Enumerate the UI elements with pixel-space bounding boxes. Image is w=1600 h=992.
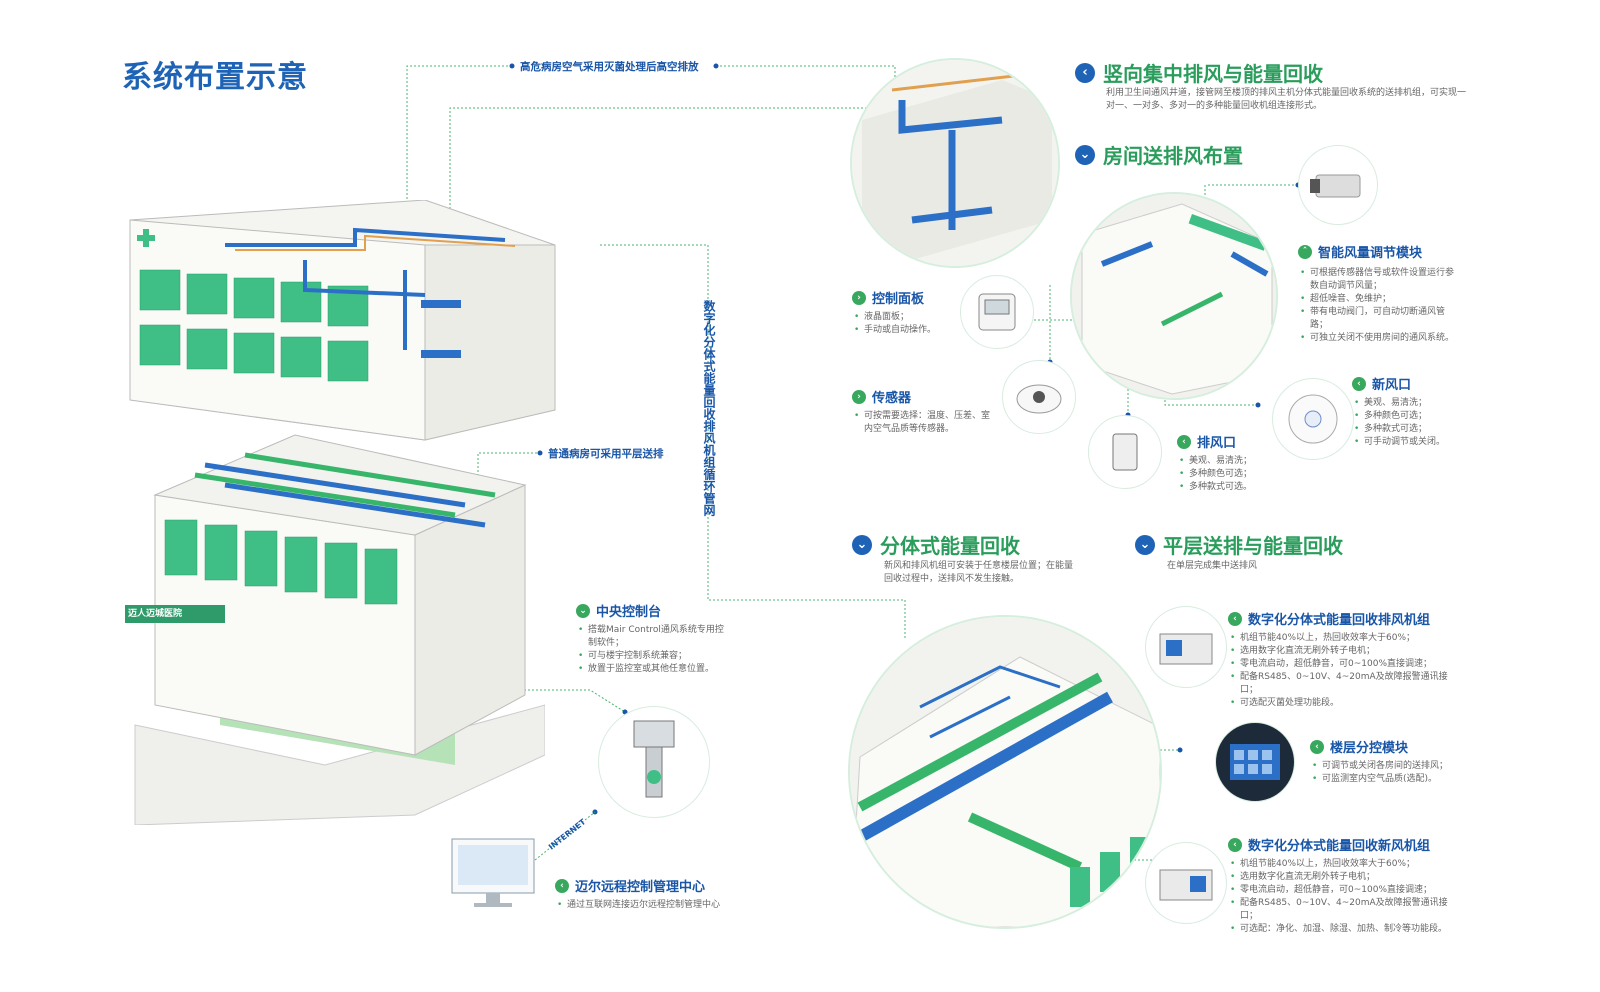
component-title: 控制面板 — [872, 292, 925, 307]
building-lower-illustration — [125, 434, 545, 825]
section-vertical-exhaust-desc: 利用卫生间通风井道，接管网至楼顶的排风主机分体式能量回收系统的送排机组，可实现一… — [1106, 88, 1467, 111]
list-item: 配备RS485、0~10V、4~20mA及故障报警通讯接口； — [1228, 897, 1458, 923]
central-console-block: ⌄ 中央控制台 搭载Mair Control通风系统专用控制软件； 可与楼宇控制系… — [576, 601, 726, 676]
list-item: 零电流启动，超低静音，可0~100%直接调速； — [1228, 658, 1458, 671]
component-title: 数字化分体式能量回收排风机组 — [1248, 613, 1431, 628]
list-item: 美观、易清洗； — [1352, 397, 1472, 410]
sensor-product-image — [1002, 360, 1076, 434]
section-vertical-exhaust-title: ‹ 竖向集中排风与能量回收 — [1075, 58, 1323, 87]
list-item: 可选配灭菌处理功能段。 — [1228, 697, 1458, 710]
list-item: 超低噪音、免维护； — [1298, 293, 1458, 306]
component-title: 数字化分体式能量回收新风机组 — [1248, 839, 1431, 854]
section-title-text: 分体式能量回收 — [880, 534, 1020, 558]
chevron-left-icon: ‹ — [1310, 739, 1324, 754]
chevron-down-icon: ⌄ — [852, 534, 872, 555]
vertical-exhaust-circle — [850, 58, 1060, 268]
list-item: 带有电动阀门，可自动切断通风管路； — [1298, 306, 1458, 332]
chevron-up-icon: ˆ — [1298, 244, 1312, 259]
section-split-recovery-title: ⌄ 分体式能量回收 — [852, 530, 1020, 559]
list-item: 可独立关闭不使用房间的通风系统。 — [1298, 332, 1458, 345]
list-item: 多种颜色可选； — [1352, 410, 1472, 423]
room-layout-circle — [1070, 192, 1278, 400]
fresh-unit-product-image — [1145, 842, 1227, 924]
component-title: 中央控制台 — [596, 605, 662, 620]
list-item: 机组节能40%以上，热回收效率大于60%； — [1228, 632, 1458, 645]
floor-module-block: ‹ 楼层分控模块 可调节或关闭各房间的送排风； 可监测室内空气品质(选配)。 — [1310, 737, 1470, 786]
list-item: 手动或自动操作。 — [852, 324, 936, 337]
chevron-right-icon: › — [852, 290, 866, 305]
callout-circulation-network: 数字化分体式能量回收排风机组循环管网 — [702, 300, 716, 516]
chevron-left-icon: ‹ — [1352, 376, 1366, 391]
exhaust-unit-product-image — [1145, 606, 1227, 688]
floor-recovery-circle — [848, 615, 1162, 929]
fresh-outlet-block: ‹ 新风口 美观、易清洗； 多种颜色可选； 多种款式可选； 可手动调节或关闭。 — [1352, 374, 1472, 449]
remote-center-block: ‹ 迈尔远程控制管理中心 通过互联网连接迈尔远程控制管理中心 — [555, 876, 745, 912]
list-item: 多种款式可选。 — [1177, 481, 1287, 494]
list-item: 多种颜色可选； — [1177, 468, 1287, 481]
callout-normal-ward: 普通病房可采用平层送排 — [548, 448, 664, 460]
list-item: 可监测室内空气品质(选配)。 — [1310, 773, 1470, 786]
chevron-left-icon: ‹ — [1177, 434, 1191, 449]
smart-module-product-image — [1298, 145, 1378, 225]
list-item: 可根据传感器信号或软件设置运行参数自动调节风量； — [1298, 267, 1458, 293]
list-item: 选用数字化直流无刷外转子电机； — [1228, 645, 1458, 658]
list-item: 可手动调节或关闭。 — [1352, 436, 1472, 449]
smart-module-block: ˆ 智能风量调节模块 可根据传感器信号或软件设置运行参数自动调节风量； 超低噪音、… — [1298, 242, 1458, 345]
fresh-unit-block: ‹ 数字化分体式能量回收新风机组 机组节能40%以上，热回收效率大于60%； 选用… — [1228, 835, 1458, 936]
chevron-down-icon: ⌄ — [1135, 534, 1155, 555]
list-item: 配备RS485、0~10V、4~20mA及故障报警通讯接口； — [1228, 671, 1458, 697]
control-panel-product-image — [960, 275, 1034, 349]
section-floor-recovery-title: ⌄ 平层送排与能量回收 — [1135, 530, 1343, 559]
component-title: 传感器 — [872, 391, 912, 406]
list-item: 零电流启动，超低静音，可0~100%直接调速； — [1228, 884, 1458, 897]
floor-module-product-image — [1215, 722, 1295, 802]
control-panel-block: › 控制面板 液晶面板； 手动或自动操作。 — [852, 288, 936, 337]
list-item: 可与楼宇控制系统兼容； — [576, 650, 726, 663]
chevron-down-icon: ⌄ — [1075, 144, 1095, 165]
list-item: 机组节能40%以上，热回收效率大于60%； — [1228, 858, 1458, 871]
list-item: 放置于监控室或其他任意位置。 — [576, 663, 726, 676]
page-title: 系统布置示意 — [122, 60, 308, 95]
component-title: 新风口 — [1372, 378, 1412, 393]
chevron-right-icon: › — [852, 389, 866, 404]
building-upper-illustration — [129, 200, 556, 441]
component-title: 排风口 — [1197, 436, 1237, 451]
section-room-layout-title: ⌄ 房间送排风布置 — [1075, 140, 1243, 169]
chevron-left-icon: ‹ — [1075, 62, 1095, 83]
component-title: 楼层分控模块 — [1330, 741, 1409, 756]
sensor-block: › 传感器 可按需要选择：温度、压差、室内空气品质等传感器。 — [852, 387, 992, 436]
list-item: 美观、易清洗； — [1177, 455, 1287, 468]
list-item: 搭载Mair Control通风系统专用控制软件； — [576, 624, 726, 650]
section-split-recovery-desc: 新风和排风机组可安装于任意楼层位置；在能量回收过程中，送排风不发生接触。 — [884, 561, 1074, 584]
list-item: 可选配：净化、加湿、除湿、加热、制冷等功能段。 — [1228, 923, 1458, 936]
list-item: 液晶面板； — [852, 311, 936, 324]
chevron-down-icon: ⌄ — [576, 603, 590, 618]
section-title-text: 平层送排与能量回收 — [1163, 534, 1343, 558]
list-item: 可调节或关闭各房间的送排风； — [1310, 760, 1470, 773]
list-item: 通过互联网连接迈尔远程控制管理中心 — [555, 899, 745, 912]
component-title: 迈尔远程控制管理中心 — [575, 880, 706, 895]
section-title-text: 房间送排风布置 — [1103, 144, 1243, 168]
list-item: 选用数字化直流无刷外转子电机； — [1228, 871, 1458, 884]
chevron-left-icon: ‹ — [1228, 837, 1242, 852]
central-console-product-image — [598, 706, 710, 818]
exhaust-outlet-product-image — [1088, 415, 1162, 489]
exhaust-outlet-block: ‹ 排风口 美观、易清洗； 多种颜色可选； 多种款式可选。 — [1177, 432, 1287, 494]
callout-high-risk-ward: 高危病房空气采用灭菌处理后高空排放 — [520, 61, 699, 73]
hospital-sign: 迈人迈城医院 — [128, 609, 183, 619]
list-item: 可按需要选择：温度、压差、室内空气品质等传感器。 — [852, 410, 992, 436]
list-item: 多种款式可选； — [1352, 423, 1472, 436]
remote-monitor-image — [451, 838, 535, 907]
fresh-outlet-product-image — [1272, 378, 1354, 460]
component-title: 智能风量调节模块 — [1318, 246, 1423, 261]
section-title-text: 竖向集中排风与能量回收 — [1103, 62, 1323, 86]
chevron-left-icon: ‹ — [1228, 611, 1242, 626]
exhaust-unit-block: ‹ 数字化分体式能量回收排风机组 机组节能40%以上，热回收效率大于60%； 选用… — [1228, 609, 1458, 710]
chevron-left-icon: ‹ — [555, 878, 569, 893]
section-floor-recovery-desc: 在单层完成集中送排风 — [1167, 561, 1258, 571]
